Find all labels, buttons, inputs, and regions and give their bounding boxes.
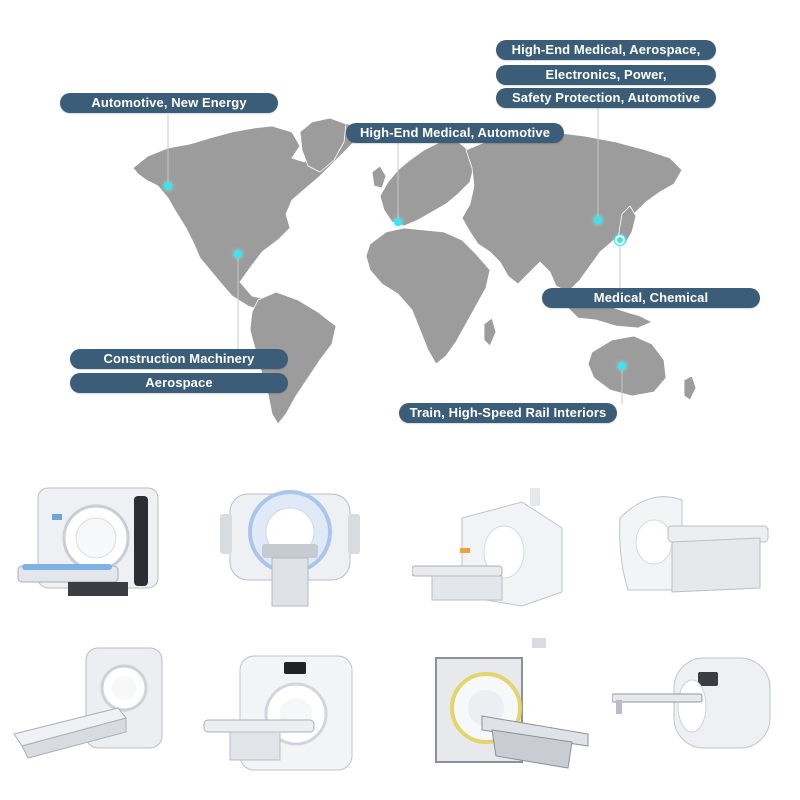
greenland-landmass (299, 117, 347, 173)
africa-landmass (365, 227, 491, 365)
asia-landmass (461, 131, 683, 293)
madagascar-landmass (483, 317, 497, 347)
world-map (132, 108, 697, 425)
product-ct-scanner-3 (610, 478, 770, 618)
ct-scanner-icon (220, 490, 360, 607)
marker-north-america (164, 182, 172, 190)
product-mri-scanner-2 (612, 648, 772, 788)
continents (132, 117, 697, 425)
ct-scanner-icon (203, 655, 353, 771)
label-aerospace: Aerospace (70, 373, 288, 393)
ct-scanner-icon (619, 496, 769, 593)
europe-landmass (379, 139, 475, 227)
c-arm-scanner-icon (435, 638, 589, 769)
britain-landmass (371, 165, 387, 189)
product-mri-scanner-1 (412, 488, 572, 628)
marker-north-america-south (234, 250, 242, 258)
label-automotive-new-energy: Automotive, New Energy (60, 93, 278, 113)
product-ct-scanner-1 (8, 478, 168, 618)
marker-japan (614, 234, 626, 246)
marker-europe (394, 218, 402, 226)
mri-scanner-icon (612, 657, 771, 749)
product-ct-scanner-5 (200, 648, 360, 788)
north-america-landmass (132, 121, 357, 313)
label-medical-chemical: Medical, Chemical (542, 288, 760, 308)
label-high-end-medical-automotive: High-End Medical, Automotive (346, 123, 564, 143)
ct-scanner-icon (17, 487, 159, 596)
marker-east-asia (594, 216, 602, 224)
product-gallery (0, 470, 800, 790)
label-east-asia-line-3: Safety Protection, Automotive (496, 88, 716, 108)
mri-scanner-icon (412, 488, 563, 607)
label-east-asia-line-1: High-End Medical, Aerospace, (496, 40, 716, 60)
product-ct-scanner-4 (8, 638, 168, 778)
ct-scanner-icon (13, 647, 163, 759)
label-east-asia-line-2: Electronics, Power, (496, 65, 716, 85)
label-construction-machinery: Construction Machinery (70, 349, 288, 369)
marker-australia (618, 362, 626, 370)
product-ct-scanner-2 (210, 474, 370, 614)
world-map-section: Automotive, New Energy High-End Medical,… (60, 40, 760, 425)
product-c-arm-scanner (432, 638, 592, 778)
australia-landmass (587, 335, 667, 397)
leader-lines (167, 108, 623, 404)
label-train-high-speed-rail: Train, High-Speed Rail Interiors (399, 403, 617, 423)
new-zealand-landmass (683, 375, 697, 401)
